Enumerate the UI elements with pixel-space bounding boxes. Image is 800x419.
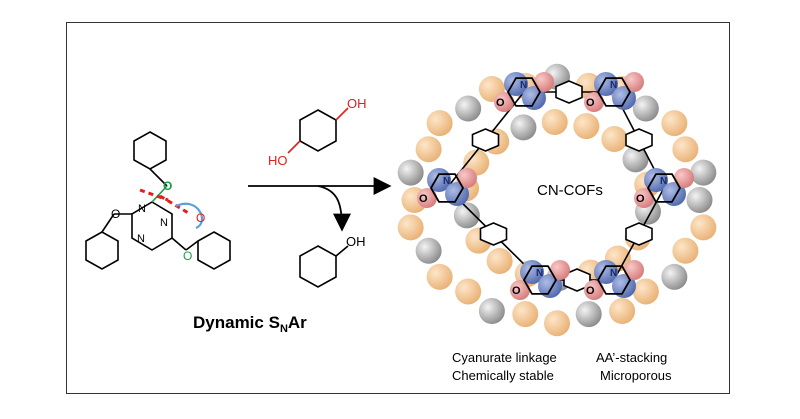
oxygen-sphere [624,260,644,280]
atom-sphere [661,110,688,137]
triazine-ring [522,265,558,295]
triazine-n-label: N [610,268,617,279]
linker-phenyl-ring [555,80,583,104]
property-right-line2: Microporous [600,368,672,383]
atom-sphere [575,301,602,328]
atom-o-left: O [111,207,120,221]
atom-sphere [609,298,636,325]
linker-phenyl-ring [479,222,508,246]
ether-o-label: O [636,193,645,205]
linker-phenyl-ring [625,128,653,152]
triazine-n-label: N [610,80,617,91]
atom-sphere [672,136,699,163]
triazine-n-label: N [443,176,450,187]
oxygen-sphere [510,280,530,300]
atom-sphere [686,187,713,213]
hydroquinone-molecule [287,107,349,154]
atom-o-top: O [163,179,172,193]
triazine-ring [429,173,465,203]
ether-o-label: O [512,285,521,297]
atom-sphere [510,114,537,141]
atom-sphere [426,263,453,290]
atom-sphere [397,159,424,186]
linker-phenyl-ring [625,222,653,246]
ether-o-label: O [419,193,428,205]
atom-sphere [622,146,649,173]
triphenyl-cyanurate-molecule [85,131,231,270]
phenol-molecule [299,245,349,288]
atom-sphere [415,237,442,264]
atom-sphere [632,278,659,305]
ether-o-label: O [586,285,595,297]
ether-o-label: O [496,97,505,109]
atom-sphere [426,110,453,137]
oxygen-sphere [417,188,437,208]
framework-center-label: CN-COFs [537,182,603,199]
triazine-ring [596,77,632,107]
oxygen-sphere [584,92,604,112]
oxygen-sphere [534,72,554,92]
atom-sphere [486,247,513,274]
figure-frame [66,22,730,394]
atom-sphere [455,278,482,305]
oxygen-sphere [674,168,694,188]
reagent-label-right: OH [347,96,367,111]
atom-n-2: N [160,217,168,229]
triazine-ring [596,265,632,295]
atom-sphere [690,214,717,241]
triazine-n-label: N [660,176,667,187]
triazine-n-label: N [536,268,543,279]
atom-sphere [397,214,424,241]
atom-o-right: O [183,249,192,263]
mechanism-title: Dynamic SNAr [193,313,307,335]
oxygen-sphere [457,168,477,188]
property-left-line1: Cyanurate linkage [452,350,557,365]
atom-sphere [455,95,482,122]
byproduct-label: OH [346,234,366,249]
atom-sphere [661,263,688,290]
oxygen-sphere [624,72,644,92]
atom-sphere [573,113,600,140]
property-left-line2: Chemically stable [452,368,554,383]
atom-sphere [544,310,570,337]
oxygen-sphere [494,92,514,112]
atom-sphere [453,202,480,229]
atom-sphere [690,159,717,186]
oxygen-sphere [584,280,604,300]
atom-sphere [478,298,505,325]
cn-cof-framework: N O N O N O N O N O N O [397,63,717,337]
triazine-ring [506,77,542,107]
byproduct-arrow [317,185,351,232]
linker-phenyl-ring [471,128,500,152]
atom-n-3: N [137,233,145,245]
atom-o-cleaved: O [196,211,205,225]
atom-sphere [632,95,659,122]
triazine-n-label: N [520,80,527,91]
property-right-line1: AA’-stacking [596,350,667,365]
triazine-ring [646,173,682,203]
atom-sphere [512,301,539,328]
ether-o-label: O [586,97,595,109]
atom-sphere [541,109,568,136]
oxygen-sphere [634,188,654,208]
atom-sphere [672,237,699,264]
reagent-label-left: HO [268,153,288,168]
atom-sphere [415,136,442,163]
atom-n-1: N [138,203,146,215]
atom-sphere [601,126,628,153]
oxygen-sphere [550,260,570,280]
